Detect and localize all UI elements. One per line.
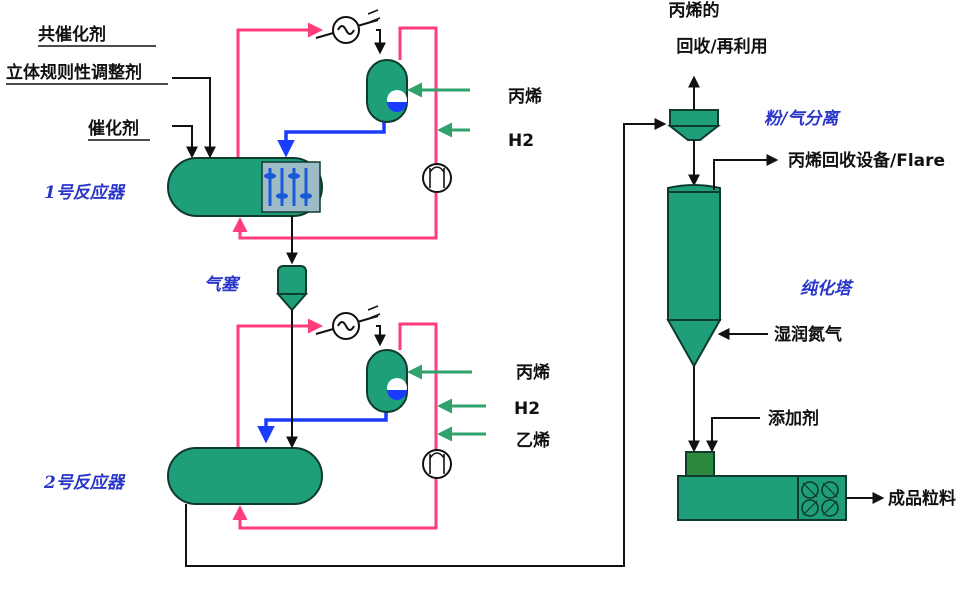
reactor2-vessel	[167, 447, 323, 505]
compressor-icon	[422, 163, 452, 193]
stereo-regulator-feed-arrow	[172, 77, 216, 159]
drum2-liquid-return	[257, 412, 388, 444]
gas-lock-label: 气塞	[204, 275, 241, 295]
extruder	[677, 451, 847, 521]
separator-drum-icon	[366, 59, 408, 123]
powder-gas-separator	[667, 109, 721, 141]
product-pellets-label: 成品粒料	[888, 488, 956, 509]
reactor2-label: 2号反应器	[43, 473, 126, 493]
recovery-flare-label: 丙烯回收设备/Flare	[788, 150, 945, 171]
reactor1-vessel	[167, 157, 323, 217]
hx2-to-drum-line	[374, 325, 386, 347]
propylene-recovery-label-line1: 丙烯的	[669, 0, 720, 21]
powder-gas-sep-label: 粉/气分离	[764, 109, 841, 129]
compressor-icon	[422, 449, 452, 479]
reactor2-to-separator-line	[185, 118, 667, 567]
purge-tower	[666, 184, 722, 369]
catalyst-donor-label: 共催化剂	[38, 24, 106, 45]
propylene-feed-top-label: 丙烯	[508, 86, 542, 107]
purge-to-recovery-flare-arrow	[713, 154, 779, 190]
stereo-regulator-label: 立体规则性调整剂	[6, 62, 142, 83]
reactor1-recycle-loop	[232, 22, 438, 240]
additive-label: 添加剂	[768, 408, 819, 429]
propylene-feed-bottom-label: 丙烯	[516, 362, 550, 383]
ethylene-feed-label: 乙烯	[516, 430, 550, 451]
catalyst-feed-arrow	[172, 125, 198, 159]
separator-drum-icon	[366, 349, 408, 413]
hx1-to-drum-line	[374, 29, 386, 55]
drum1-liquid-return	[277, 122, 386, 158]
additive-feed-arrow	[706, 417, 760, 453]
h2-feed-top-label: H2	[508, 131, 534, 151]
wet-nitrogen-label: 湿润氮气	[774, 324, 842, 345]
catalyst-label: 催化剂	[88, 118, 139, 139]
heat-exchanger-icon	[315, 305, 381, 340]
heat-exchanger-icon	[315, 9, 381, 44]
reactor1-label: 1号反应器	[44, 183, 126, 203]
propylene-recovery-label-line2: 回收/再利用	[676, 36, 767, 57]
h2-feed-bottom-label: H2	[514, 399, 540, 419]
gas-lock-vessel	[275, 265, 309, 312]
purge-tower-label: 纯化塔	[800, 279, 854, 299]
